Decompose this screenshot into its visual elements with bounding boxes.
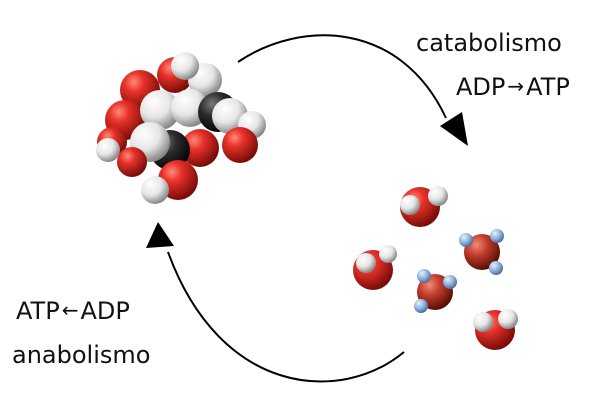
anabolism-equation: ATP ← ADP (16, 299, 130, 323)
water-molecule-2 (353, 245, 397, 290)
catabolism-product: ATP (526, 73, 570, 101)
water-molecule-1 (400, 186, 448, 227)
catabolism-equation: ADP → ATP (456, 75, 570, 99)
ammonia-molecule-2 (414, 269, 457, 313)
catabolism-reactant: ADP (456, 73, 506, 101)
water-molecule-3 (473, 309, 518, 350)
ammonia-molecule-1 (459, 229, 504, 275)
anabolism-product: ADP (80, 297, 130, 325)
catabolism-arrow (237, 34, 468, 146)
glucose-molecule (96, 52, 266, 204)
anabolism-label: anabolismo (12, 341, 151, 369)
right-arrow-icon: → (507, 74, 525, 98)
catabolism-label: catabolismo (416, 29, 562, 57)
anabolism-reactant: ATP (16, 297, 60, 325)
anabolism-arrow (146, 222, 405, 383)
left-arrow-icon: ← (61, 298, 79, 322)
